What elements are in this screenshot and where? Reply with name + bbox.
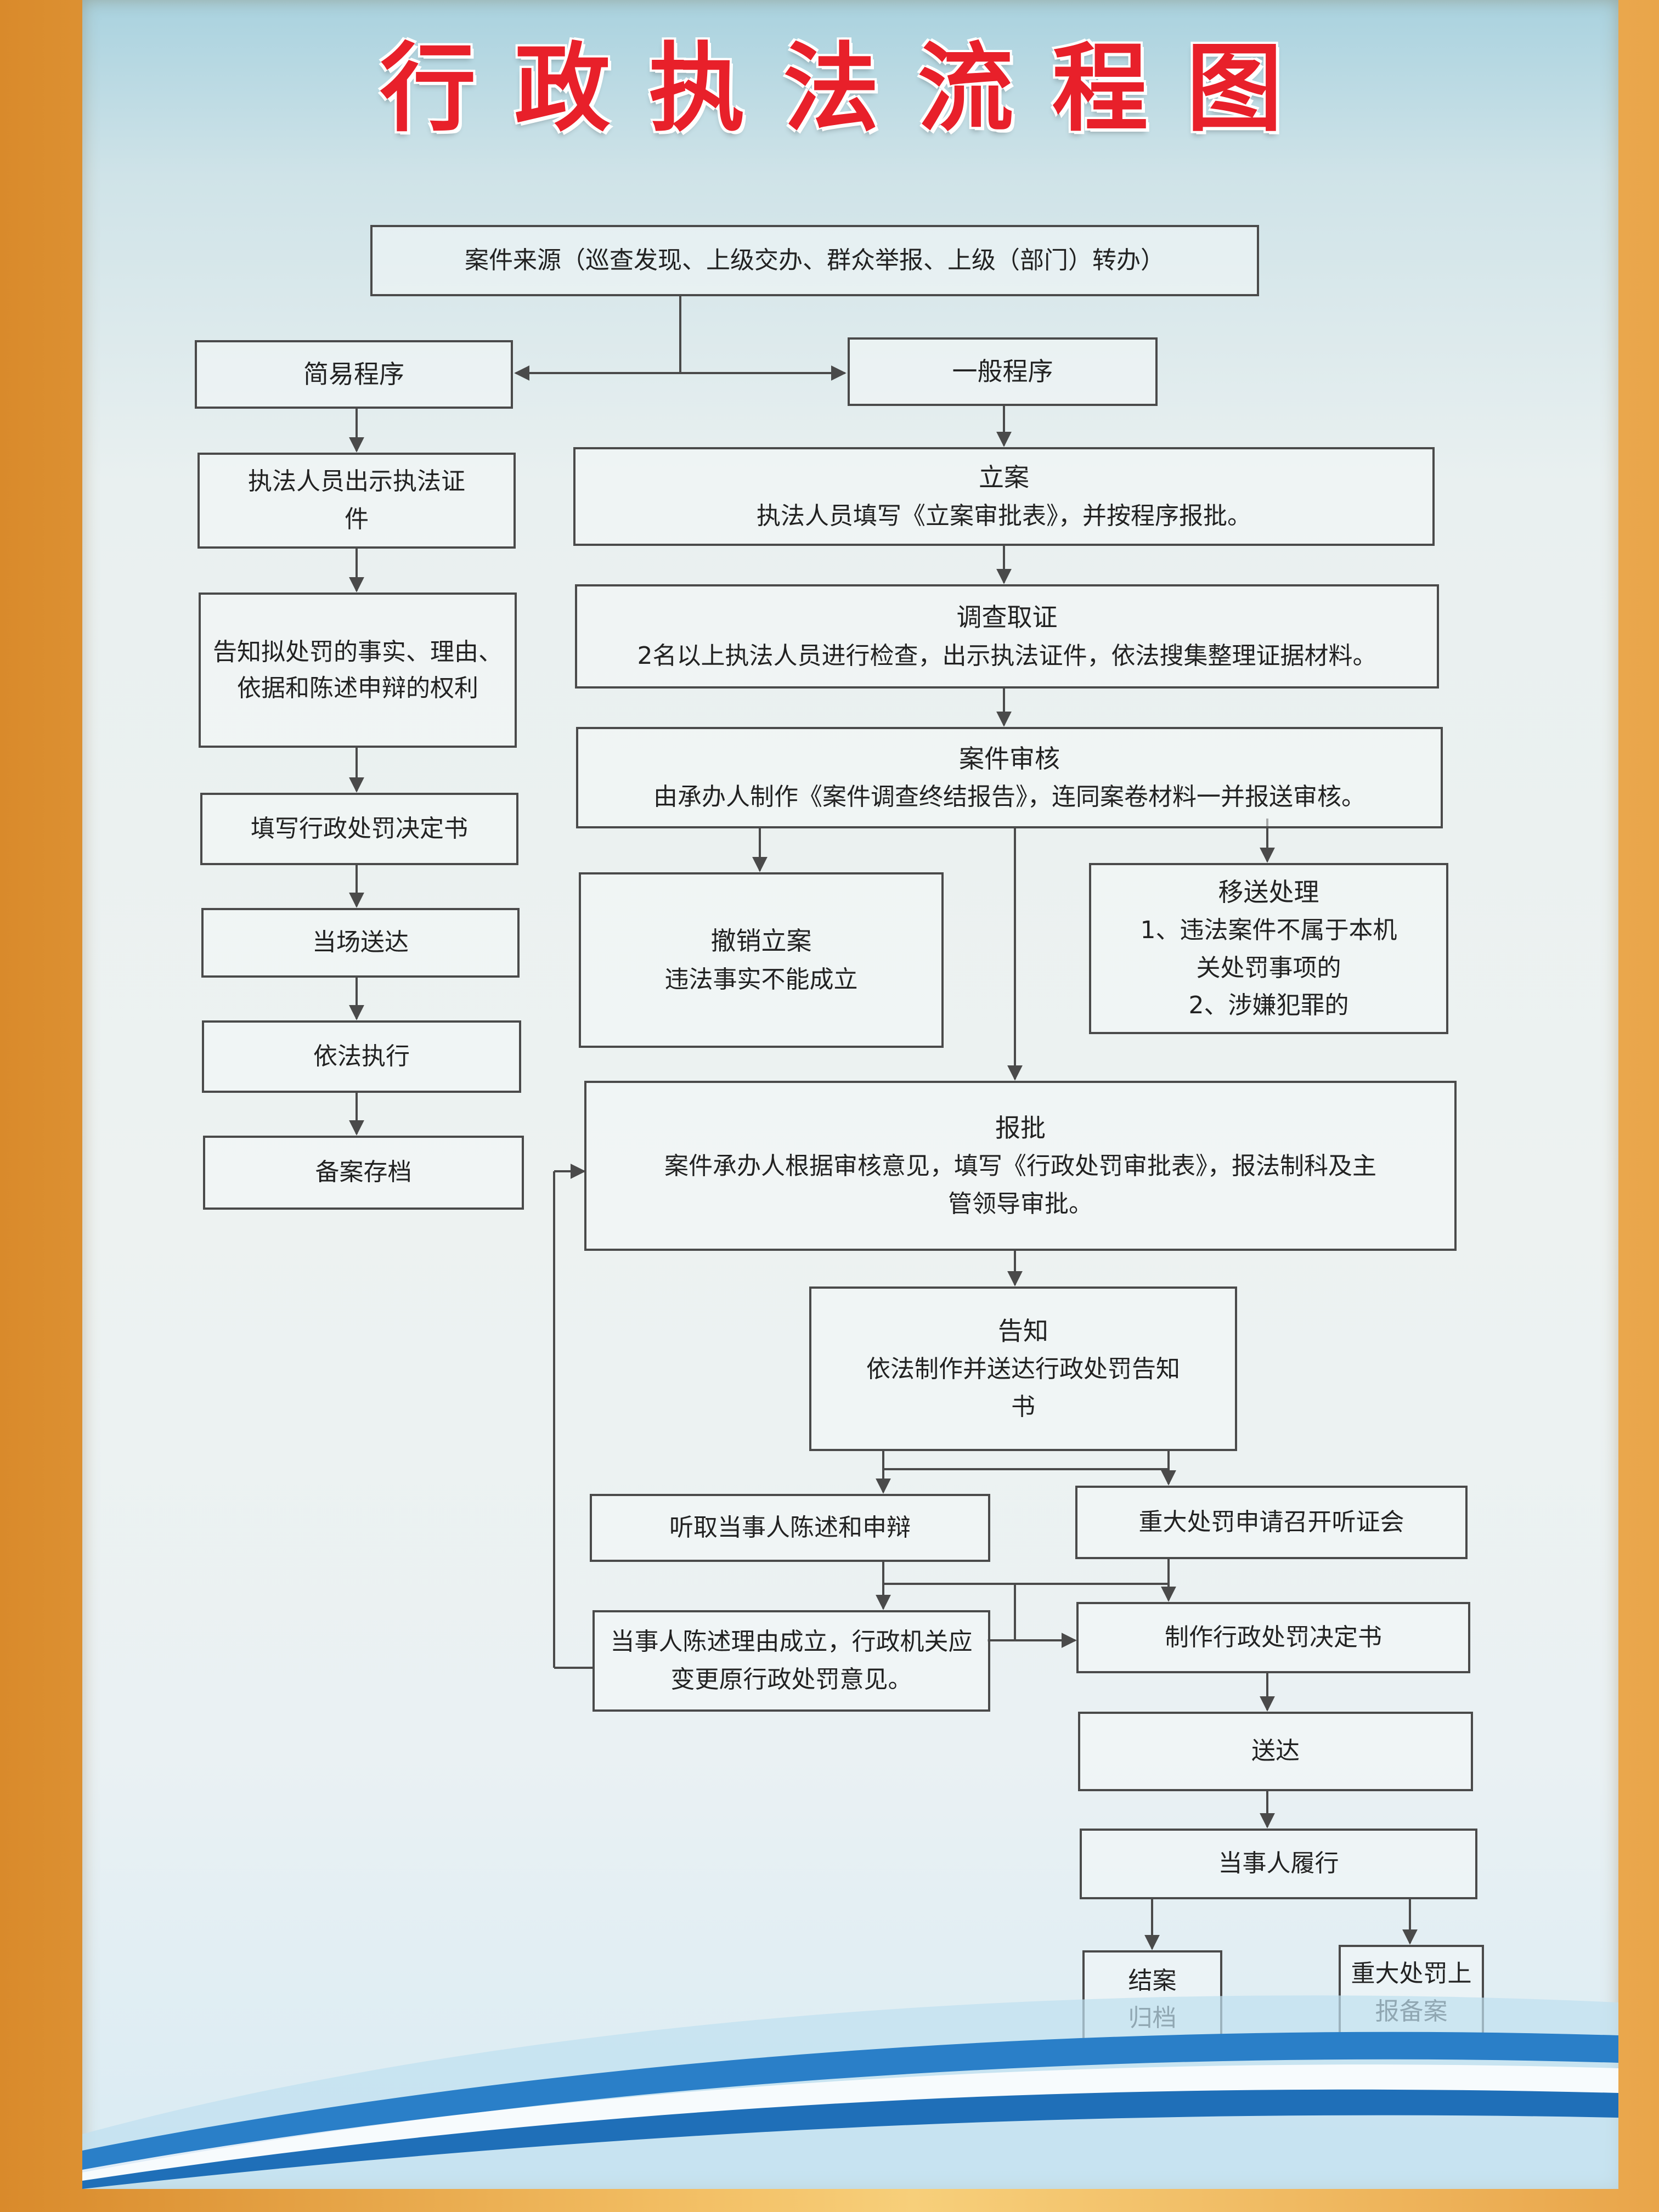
review-title: 案件审核: [959, 743, 1060, 774]
decorative-waves: [82, 1995, 1618, 2189]
deliver-box: 送达: [1078, 1712, 1473, 1791]
enforce-by-law-box: 依法执行: [202, 1020, 521, 1093]
investigation-box: 调查取证 2名以上执法人员进行检查，出示执法证件，依法搜集整理证据材料。: [575, 584, 1439, 689]
filing-desc: 执法人员填写《立案审批表》，并按程序报批。: [757, 501, 1251, 530]
show-id-box: 执法人员出示执法证件: [198, 453, 516, 549]
deliver-on-spot-box: 当场送达: [201, 908, 520, 978]
notice-desc: 依法制作并送达行政处罚告知书: [866, 1355, 1180, 1421]
hearing-request-box: 重大处罚申请召开听证会: [1075, 1486, 1468, 1559]
archive-box: 备案存档: [203, 1136, 524, 1210]
approval-box: 报批 案件承办人根据审核意见，填写《行政处罚审批表》，报法制科及主管领导审批。: [584, 1081, 1457, 1251]
investigation-desc: 2名以上执法人员进行检查，出示执法证件，依法搜集整理证据材料。: [637, 641, 1377, 670]
hear-statement-box: 听取当事人陈述和申辩: [590, 1494, 990, 1562]
perform-box: 当事人履行: [1080, 1829, 1477, 1899]
review-desc: 由承办人制作《案件调查终结报告》，连同案卷材料一并报送审核。: [653, 783, 1365, 811]
make-decision-box: 制作行政处罚决定书: [1076, 1602, 1470, 1673]
show-id-text: 执法人员出示执法证件: [248, 467, 465, 533]
statement-valid-text: 当事人陈述理由成立，行政机关应变更原行政处罚意见。: [610, 1628, 973, 1694]
flow-connectors: [349, 296, 1418, 1950]
simple-procedure-box: 简易程序: [195, 340, 513, 409]
transfer-title: 移送处理: [1218, 877, 1319, 907]
inform-rights-text: 告知拟处罚的事实、理由、依据和陈述申辩的权利: [213, 637, 503, 702]
fill-decision-text: 填写行政处罚决定书: [251, 814, 468, 843]
inform-rights-box: 告知拟处罚的事实、理由、依据和陈述申辩的权利: [199, 592, 517, 748]
general-procedure-box: 一般程序: [848, 337, 1158, 406]
revoke-filing-box: 撤销立案 违法事实不能成立: [579, 872, 944, 1048]
general-procedure-heading: 一般程序: [952, 356, 1053, 386]
notice-title: 告知: [998, 1316, 1048, 1346]
hear-statement-text: 听取当事人陈述和申辩: [669, 1513, 911, 1542]
archive-text: 备案存档: [315, 1158, 412, 1187]
poster-title: 行政执法流程图: [380, 33, 1321, 145]
deliver-on-spot-text: 当场送达: [312, 928, 409, 957]
statement-valid-box: 当事人陈述理由成立，行政机关应变更原行政处罚意见。: [592, 1610, 990, 1712]
fill-decision-box: 填写行政处罚决定书: [200, 793, 518, 865]
investigation-title: 调查取证: [956, 602, 1058, 633]
poster: 行政执法流程图: [82, 0, 1618, 2189]
case-source-box: 案件来源（巡查发现、上级交办、群众举报、上级（部门）转办）: [370, 225, 1259, 296]
approval-title: 报批: [995, 1113, 1046, 1143]
hearing-request-text: 重大处罚申请召开听证会: [1138, 1508, 1404, 1536]
revoke-filing-title: 撤销立案: [710, 926, 812, 956]
revoke-filing-desc: 违法事实不能成立: [664, 965, 858, 994]
filing-title: 立案: [979, 462, 1029, 493]
transfer-box: 移送处理 1、违法案件不属于本机关处罚事项的 2、涉嫌犯罪的: [1089, 863, 1448, 1034]
notice-box: 告知 依法制作并送达行政处罚告知书: [809, 1286, 1237, 1451]
enforce-by-law-text: 依法执行: [313, 1042, 410, 1070]
approval-desc: 案件承办人根据审核意见，填写《行政处罚审批表》，报法制科及主管领导审批。: [664, 1152, 1376, 1218]
deliver-text: 送达: [1251, 1737, 1300, 1765]
make-decision-text: 制作行政处罚决定书: [1165, 1623, 1382, 1651]
review-box: 案件审核 由承办人制作《案件调查终结报告》，连同案卷材料一并报送审核。: [576, 727, 1443, 828]
perform-text: 当事人履行: [1218, 1849, 1339, 1878]
case-source-text: 案件来源（巡查发现、上级交办、群众举报、上级（部门）转办）: [465, 246, 1165, 274]
filing-box: 立案 执法人员填写《立案审批表》，并按程序报批。: [573, 447, 1435, 546]
simple-procedure-heading: 简易程序: [303, 359, 404, 389]
transfer-item-1: 1、违法案件不属于本机关处罚事项的: [1140, 916, 1397, 982]
transfer-item-2: 2、涉嫌犯罪的: [1188, 991, 1349, 1019]
